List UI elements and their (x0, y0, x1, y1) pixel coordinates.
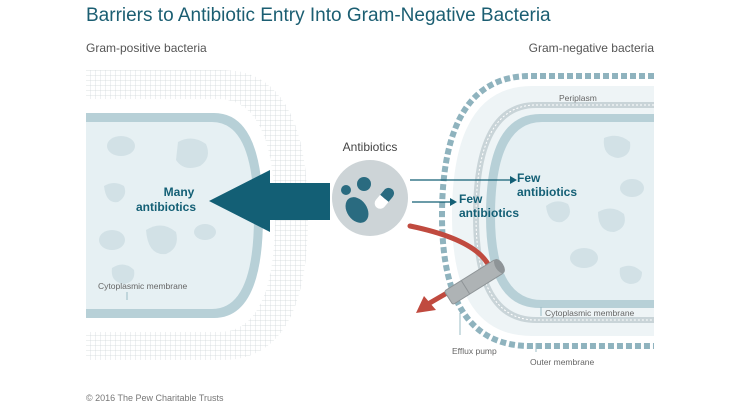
gram-negative-cytoplasm (495, 122, 654, 300)
gram-negative-inclusions (546, 135, 644, 284)
pill-round-1 (357, 177, 371, 191)
few-upper-line2: antibiotics (517, 185, 577, 199)
many-antibiotics-arrow (209, 170, 330, 232)
cytoplasm-inclusions (99, 136, 216, 284)
few-lower-line1: Few (459, 192, 483, 206)
many-label-line2: antibiotics (136, 200, 196, 214)
gram-positive-cell (86, 70, 308, 360)
efflux-arrow-head (416, 296, 436, 313)
left-membrane-label: Cytoplasmic membrane (98, 281, 188, 291)
efflux-pump-label: Efflux pump (452, 346, 497, 356)
few-lower-line2: antibiotics (459, 206, 519, 220)
right-membrane-label: Cytoplasmic membrane (545, 308, 635, 318)
antibiotics-circle (332, 160, 408, 236)
copyright: © 2016 The Pew Charitable Trusts (86, 393, 224, 403)
pill-round-2 (341, 185, 351, 195)
title: Barriers to Antibiotic Entry Into Gram-N… (86, 5, 551, 26)
capsule (374, 187, 395, 209)
outer-membrane-label: Outer membrane (530, 357, 595, 367)
antibiotics-label: Antibiotics (343, 140, 398, 154)
pill-large (345, 197, 369, 223)
gram-positive-cytoplasm (86, 122, 254, 309)
left-header: Gram-positive bacteria (86, 41, 207, 55)
many-label-line1: Many (164, 185, 195, 199)
periplasm-label: Periplasm (559, 93, 597, 103)
efflux-pump (444, 258, 505, 305)
outer-membrane (438, 73, 654, 349)
right-header: Gram-negative bacteria (529, 41, 655, 55)
few-upper-line1: Few (517, 171, 541, 185)
